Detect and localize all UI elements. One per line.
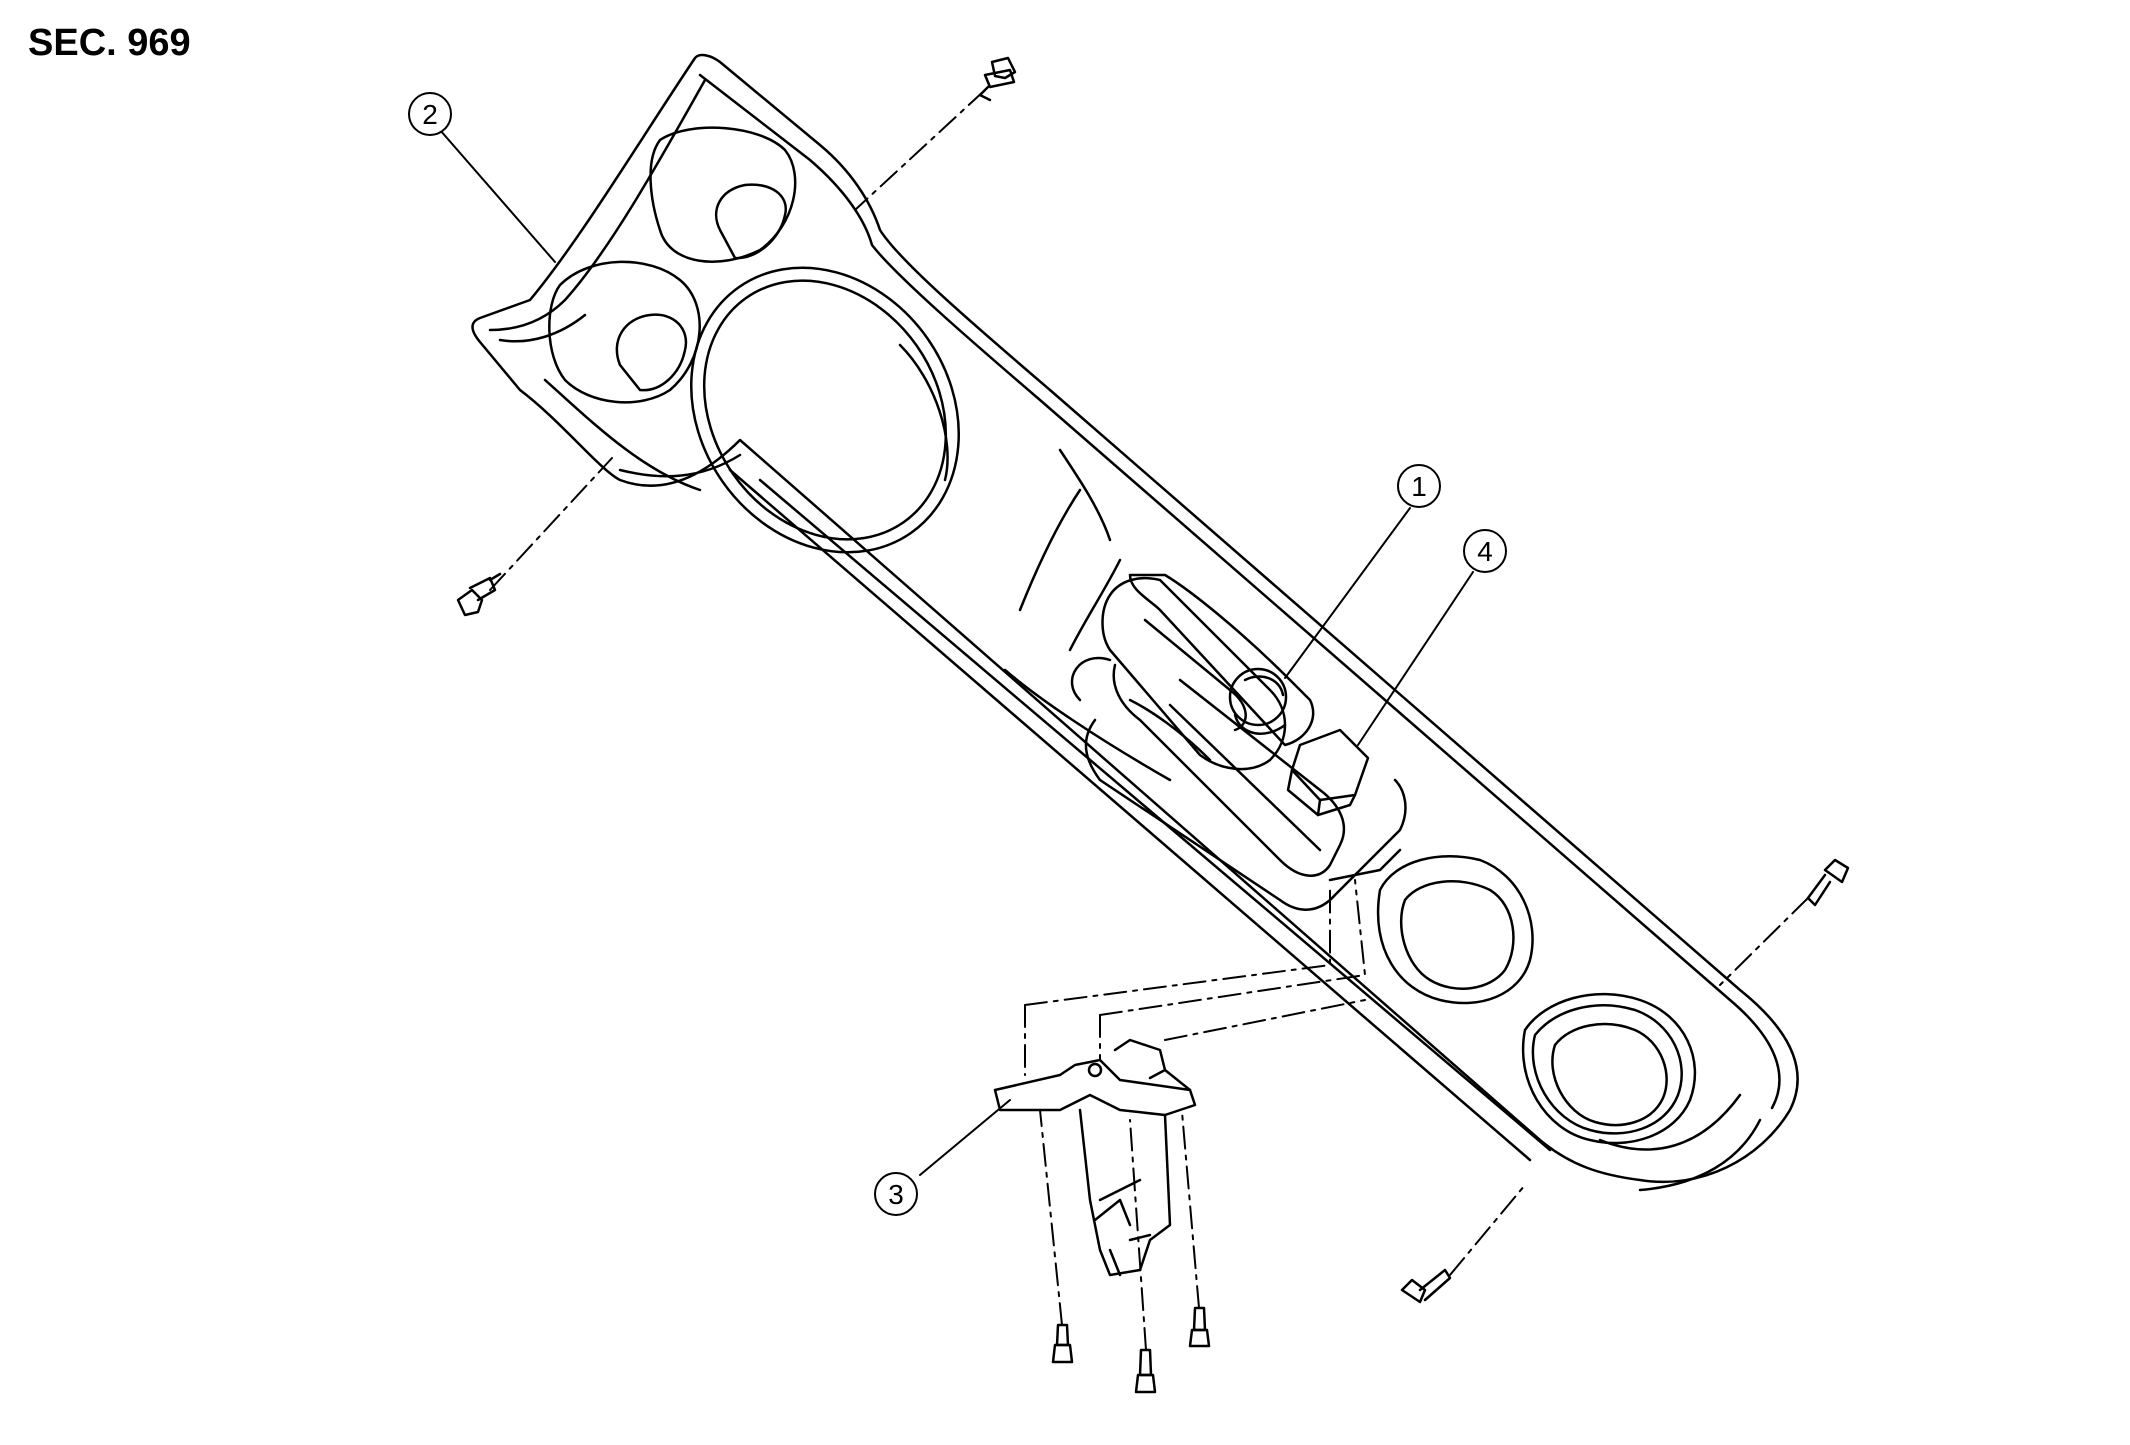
leader-lines [440, 130, 1473, 1175]
section-label: SEC. 969 [28, 22, 191, 64]
svg-text:2: 2 [422, 99, 438, 130]
fastener-lines [490, 90, 1808, 1350]
screw-bottom-right [1402, 1270, 1450, 1302]
svg-text:4: 4 [1477, 536, 1493, 567]
screw-bottom-2 [1136, 1350, 1155, 1392]
console-switch [1288, 730, 1368, 815]
callout-1: 1 [1398, 465, 1440, 507]
callout-4: 4 [1464, 530, 1506, 572]
console-body [473, 55, 1798, 1190]
clip-left [458, 574, 500, 615]
shift-knob [1230, 669, 1286, 734]
rear-cupholders [549, 128, 795, 403]
screw-bottom-1 [1053, 1325, 1072, 1362]
clip-top [980, 58, 1015, 100]
bracket [995, 1040, 1195, 1275]
storage-opening [637, 215, 1014, 604]
callout-2: 2 [409, 93, 451, 135]
screw-right [1808, 860, 1848, 905]
svg-text:1: 1 [1411, 471, 1427, 502]
callout-3: 3 [875, 1173, 917, 1215]
screw-bottom-3 [1190, 1308, 1209, 1346]
front-cupholders [1378, 856, 1695, 1143]
svg-text:3: 3 [888, 1179, 904, 1210]
shift-lever-area [1072, 575, 1406, 910]
